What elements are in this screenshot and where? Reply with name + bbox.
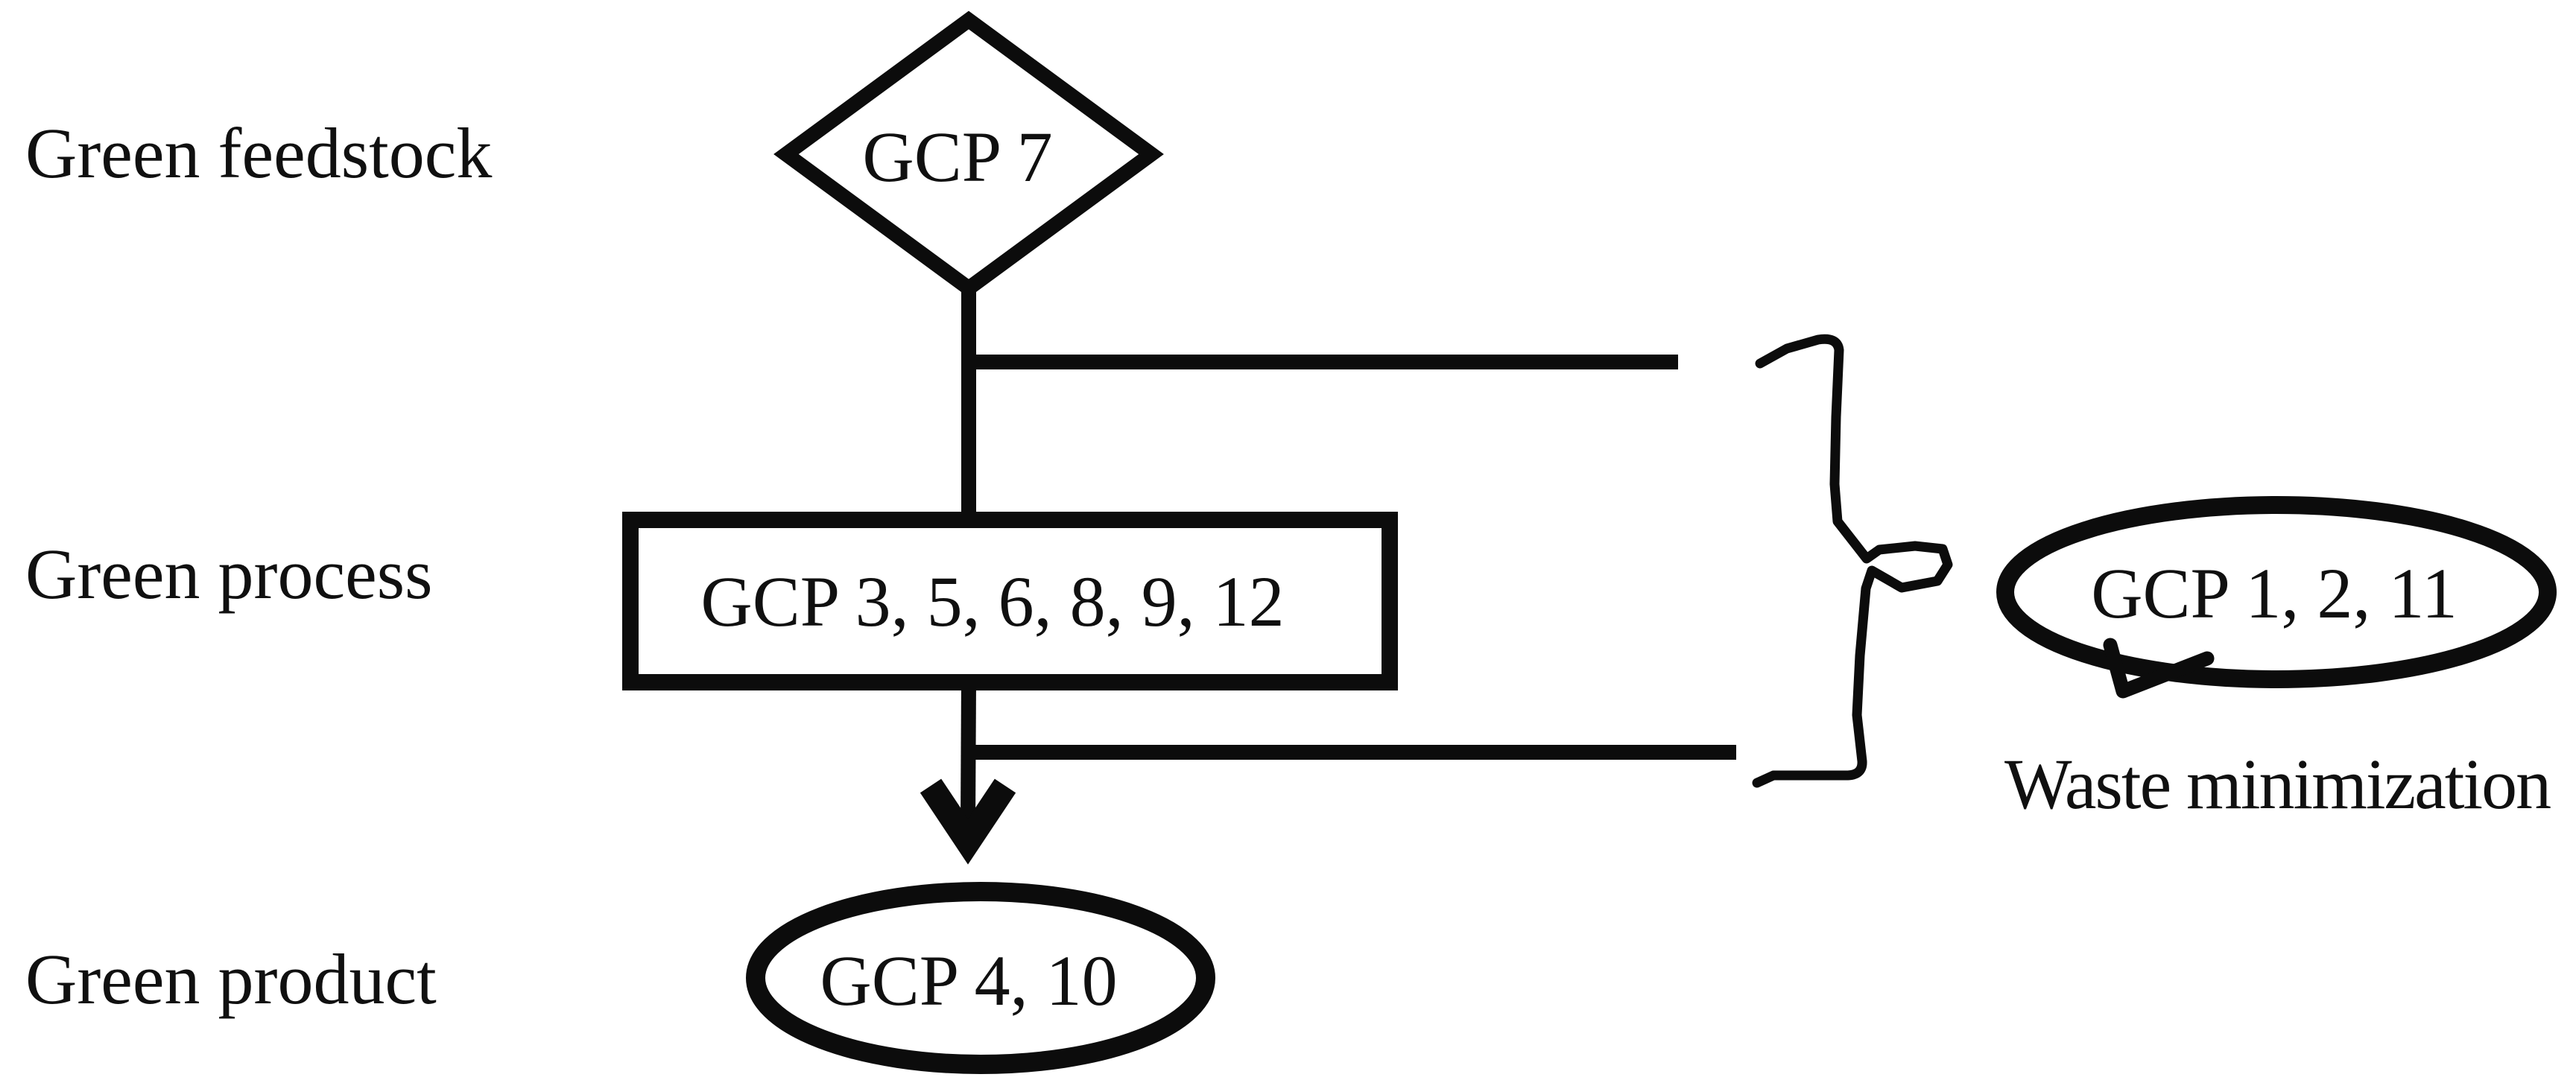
row-label-green-product: Green product <box>25 939 437 1019</box>
waste-bubble-label: GCP 1, 2, 11 <box>2091 553 2458 633</box>
arrowhead-down <box>920 778 1016 865</box>
product-ellipse-label: GCP 4, 10 <box>820 941 1118 1020</box>
feedstock-diamond-label: GCP 7 <box>862 117 1053 197</box>
product-ellipse-shape <box>746 882 1215 1074</box>
row-label-green-process: Green process <box>25 534 433 614</box>
process-rectangle-label: GCP 3, 5, 6, 8, 9, 12 <box>700 562 1285 641</box>
row-label-green-feedstock: Green feedstock <box>25 113 493 193</box>
connector-rect-to-product <box>961 680 976 826</box>
grouping-brace <box>1752 334 1953 788</box>
feedstock-diamond-shape <box>773 10 1164 298</box>
waste-bubble-shape <box>1996 496 2557 688</box>
waste-bubble-tail <box>2103 638 2215 699</box>
process-rectangle-shape <box>622 512 1398 690</box>
waste-minimization-label: Waste minimization <box>2004 744 2551 824</box>
